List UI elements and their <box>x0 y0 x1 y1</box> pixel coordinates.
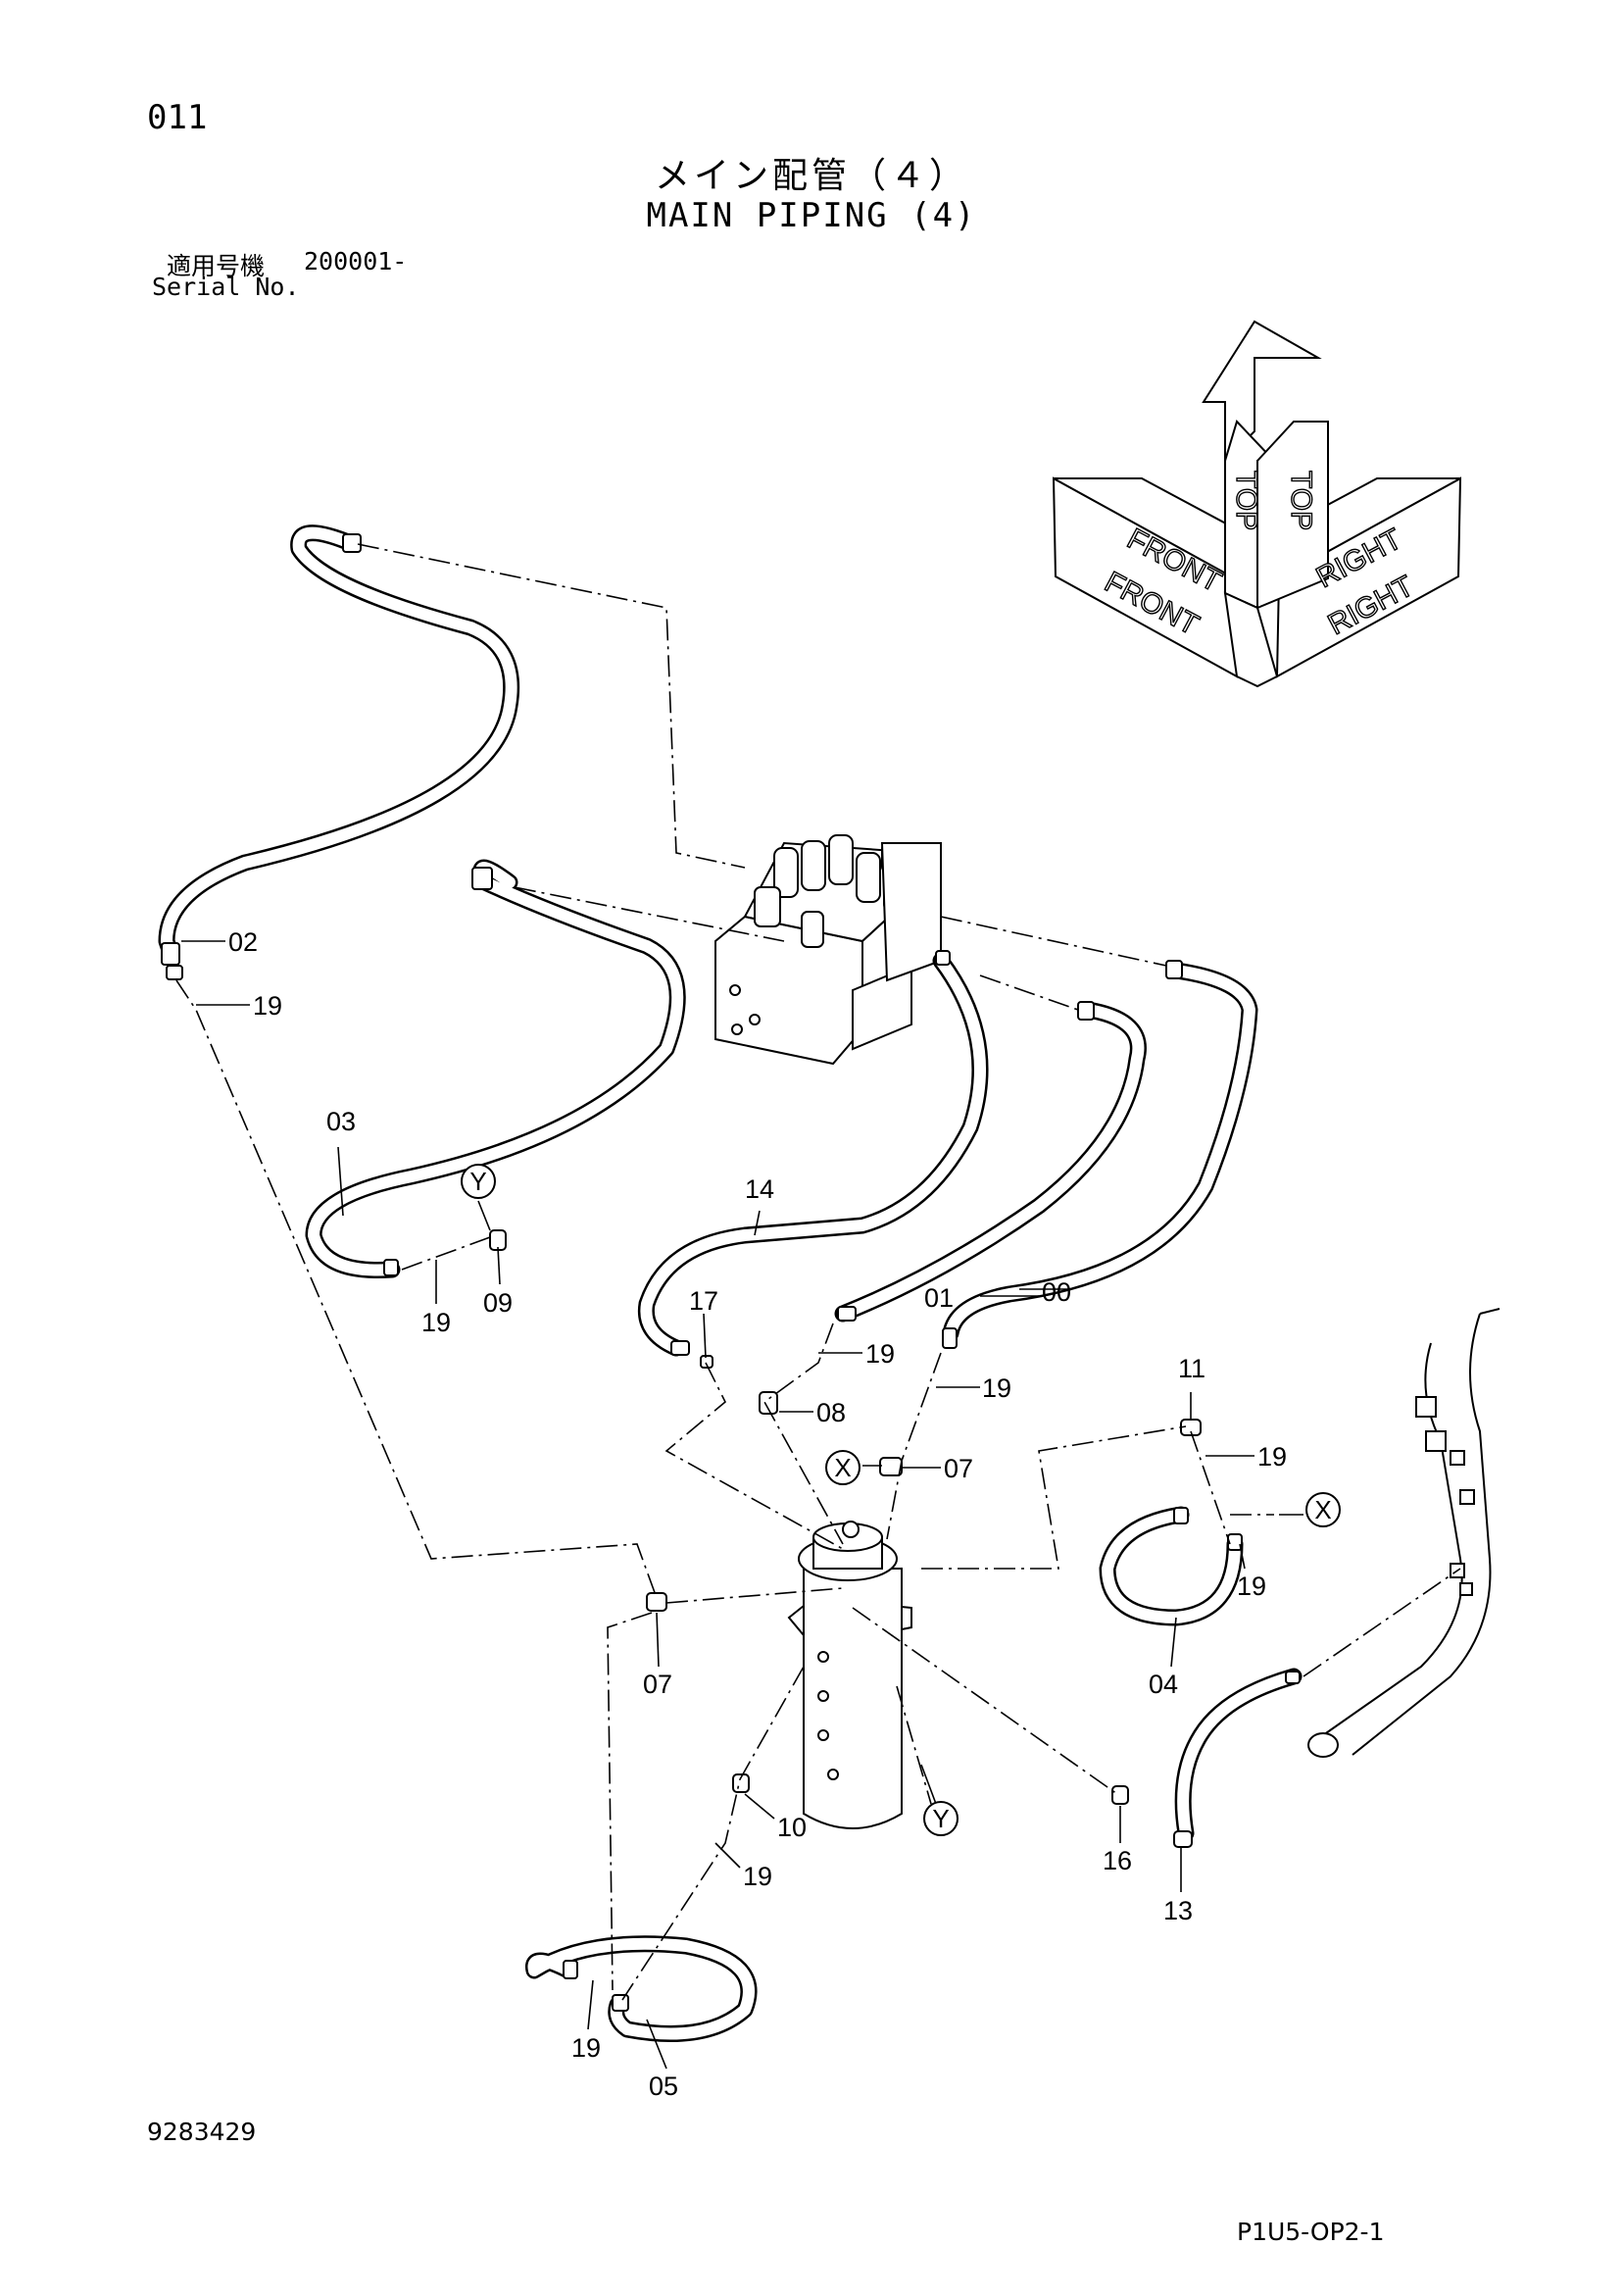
marker-x-right-label: X <box>1314 1495 1331 1524</box>
callout-11: 11 <box>1178 1354 1205 1383</box>
callout-08: 08 <box>816 1398 846 1427</box>
fitting-07-lower <box>646 1592 667 1612</box>
top-label-right: TOP <box>1285 471 1317 530</box>
marker-x-right <box>1305 1492 1341 1527</box>
fitting-17 <box>700 1355 713 1369</box>
serial-number-value: 200001- <box>304 247 408 275</box>
callout-19-e: 19 <box>1257 1442 1287 1472</box>
callout-16: 16 <box>1103 1846 1132 1875</box>
part-callouts: 02 19 03 19 09 14 17 01 00 19 19 08 07 1… <box>228 927 1287 2101</box>
fitting-16 <box>1111 1785 1129 1805</box>
page-title-japanese: メイン配管（４） <box>654 156 968 196</box>
callout-19-a: 19 <box>253 991 282 1021</box>
hoses <box>158 524 1303 2042</box>
marker-y-lower-label: Y <box>932 1804 949 1833</box>
callout-07-upper: 07 <box>944 1454 973 1483</box>
callout-10: 10 <box>777 1813 807 1842</box>
callout-17: 17 <box>689 1286 718 1316</box>
connection-markers: Y X X Y <box>461 1164 1341 1836</box>
serial-label-english: Serial No. <box>152 273 300 301</box>
marker-x-left <box>825 1450 861 1485</box>
callout-19-f: 19 <box>1237 1572 1266 1601</box>
top-arrow-back <box>1202 320 1322 464</box>
fitting-07-upper <box>879 1457 903 1476</box>
callout-01: 01 <box>924 1283 954 1313</box>
marker-x-left-label: X <box>834 1453 851 1482</box>
marker-y-lower <box>923 1801 959 1836</box>
callout-04: 04 <box>1149 1670 1178 1699</box>
callout-03: 03 <box>326 1107 356 1136</box>
page-title-english: MAIN PIPING (4) <box>646 196 977 235</box>
top-label-left: TOP <box>1230 471 1262 530</box>
callout-05: 05 <box>649 2071 678 2101</box>
callout-09: 09 <box>483 1288 513 1318</box>
orientation-indicator: FRONT FRONT TOP TOP RIGHT RIGHT <box>1052 320 1462 688</box>
callout-19-d: 19 <box>982 1373 1011 1403</box>
page-number: 011 <box>147 98 208 137</box>
marker-y-upper <box>461 1164 496 1199</box>
swivel-joint <box>787 1521 912 1829</box>
callout-19-h: 19 <box>571 2033 601 2063</box>
callout-14: 14 <box>745 1174 774 1204</box>
callout-02: 02 <box>228 927 258 957</box>
fitting-13 <box>1173 1830 1193 1848</box>
fitting-10 <box>732 1773 750 1793</box>
marker-y-upper-label: Y <box>469 1167 486 1196</box>
serial-label-japanese: 適用号機 <box>167 252 266 280</box>
drawing-number: 9283429 <box>147 2118 257 2146</box>
callout-19-b: 19 <box>421 1308 451 1337</box>
swivel-body <box>803 1568 903 1829</box>
callout-19-c: 19 <box>865 1339 895 1369</box>
callout-00: 00 <box>1042 1277 1071 1307</box>
connection-lines <box>175 543 1461 2001</box>
top-arrow-right <box>1256 421 1329 610</box>
orientation-base <box>1223 591 1279 688</box>
callout-13: 13 <box>1163 1896 1193 1925</box>
control-valve <box>714 834 942 1066</box>
leader-lines <box>181 940 1303 2070</box>
fitting-08 <box>759 1391 778 1415</box>
fittings <box>161 533 1301 2012</box>
valve-end-plate <box>880 842 942 982</box>
callout-07-lower: 07 <box>643 1670 672 1699</box>
track-frame <box>1307 1308 1500 1758</box>
callout-19-g: 19 <box>743 1862 772 1891</box>
sheet-code: P1U5-OP2-1 <box>1237 2218 1385 2246</box>
